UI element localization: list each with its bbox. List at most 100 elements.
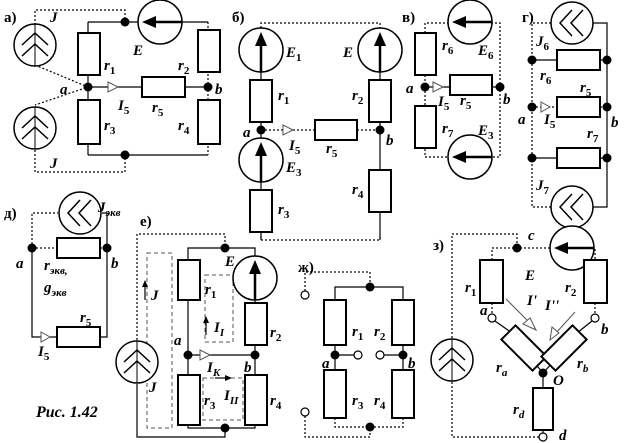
- label-rb: rb: [577, 356, 589, 375]
- resistor-r2: [583, 259, 608, 304]
- panel-zh-tag: ж): [298, 260, 314, 276]
- node-b: [102, 243, 112, 253]
- node-b: [495, 82, 505, 92]
- label-I5: I5: [437, 94, 450, 113]
- label-r2: r2: [352, 88, 364, 107]
- panel-v-tag: в): [402, 10, 415, 26]
- node-a: [83, 82, 93, 92]
- label-I-double-prime: I'': [544, 298, 559, 314]
- emf-source-icon: [356, 26, 404, 74]
- node-b: [602, 102, 612, 112]
- label-r1: r1: [205, 282, 216, 301]
- current-arrow-icon: [432, 81, 445, 93]
- label-E3: E3: [285, 160, 302, 179]
- terminal-d: [538, 432, 548, 442]
- emf-source-icon: [446, 133, 494, 181]
- panel-a-tag: а): [4, 10, 17, 26]
- label-node-a: a: [16, 256, 24, 272]
- label-I5: I5: [543, 112, 556, 131]
- current-arrow-icon: [282, 124, 295, 136]
- current-source-icon: [550, 1, 594, 45]
- label-r2: r2: [374, 324, 386, 343]
- terminal: [300, 290, 310, 300]
- node-a: [256, 125, 266, 135]
- terminal-a: [487, 313, 497, 323]
- resistor-r5: [314, 119, 358, 141]
- terminal: [375, 350, 385, 360]
- resistor-r3: [323, 369, 347, 419]
- label-r2: r2: [270, 325, 282, 344]
- resistor-r5: [556, 96, 601, 118]
- emf-source-icon: [237, 26, 285, 74]
- label-r5: r5: [460, 93, 472, 112]
- label-E1: E1: [285, 45, 302, 64]
- node-a: [183, 350, 193, 360]
- resistor-r1: [249, 79, 273, 123]
- resistor-r1: [323, 299, 347, 346]
- resistor-r6: [414, 32, 437, 76]
- node-a: [330, 350, 340, 360]
- resistor-r1: [177, 259, 201, 301]
- resistor-r2: [197, 29, 221, 73]
- label-E: E: [342, 45, 353, 61]
- node-b: [398, 350, 408, 360]
- current-source-icon: [550, 185, 594, 229]
- label-node-b: b: [611, 115, 619, 131]
- resistor-r1: [77, 32, 101, 76]
- resistor-r5: [56, 326, 101, 348]
- label-node-b: b: [503, 92, 511, 108]
- current-source-icon: [430, 338, 474, 382]
- label-r1: r1: [352, 324, 363, 343]
- label-r5: r5: [152, 100, 164, 119]
- label-E6: E6: [477, 43, 494, 62]
- panel-d-tag: д): [4, 206, 17, 222]
- label-r1: r1: [278, 88, 289, 107]
- label-I-I: II: [213, 320, 225, 339]
- label-I-prime: I': [526, 293, 537, 309]
- label-r4: r4: [352, 182, 364, 201]
- resistor-r7: [556, 147, 601, 169]
- panel-z-tag: з): [433, 238, 444, 254]
- label-r7: r7: [442, 121, 454, 140]
- current-arrow-icon: [107, 81, 120, 93]
- label-r2: r2: [178, 58, 190, 77]
- label-J-loop: J: [150, 288, 159, 304]
- label-r7: r7: [587, 126, 599, 145]
- resistor-rb: [539, 323, 589, 373]
- terminal: [353, 350, 363, 360]
- label-r3: r3: [278, 202, 290, 221]
- label-node-a: a: [60, 82, 68, 98]
- label-I-II: III: [223, 388, 239, 407]
- node-O: [538, 368, 548, 378]
- label-r2: r2: [565, 280, 577, 299]
- panel-z: з) c E r1 r2 a b I' I'' ra rb O: [430, 224, 609, 443]
- resistor-r2: [368, 79, 392, 123]
- label-r1: r1: [104, 58, 115, 77]
- resistor-rd: [532, 387, 554, 431]
- label-r5: r5: [326, 141, 338, 160]
- current-arrow-icon: [40, 331, 52, 343]
- label-r6: r6: [540, 68, 552, 87]
- terminal: [300, 407, 310, 417]
- label-node-a: a: [243, 125, 251, 141]
- label-r3: r3: [204, 393, 216, 412]
- panel-b-tag: б): [232, 10, 245, 26]
- label-node-a: a: [480, 303, 488, 319]
- panel-g-tag: г): [522, 10, 534, 26]
- resistor-r3: [249, 189, 273, 233]
- resistor-r3: [77, 99, 101, 145]
- emf-source-icon: [237, 136, 285, 184]
- current-arrow-icon: [522, 317, 538, 332]
- label-r5: r5: [80, 310, 92, 329]
- label-J-ekv: Jэкв: [97, 200, 121, 219]
- label-r5: r5: [580, 80, 592, 99]
- label-r4: r4: [270, 393, 282, 412]
- label-J: J: [49, 156, 58, 172]
- panel-b: б) E1 E E3 r1 r2 r3 r4 r5 I5 a b: [232, 10, 404, 241]
- resistor-r4: [391, 369, 415, 419]
- resistor-r7: [414, 105, 437, 149]
- resistor-r4: [368, 169, 392, 213]
- label-g-ekv: gэкв: [43, 280, 67, 299]
- resistor-r5: [141, 76, 186, 98]
- resistor-r4: [197, 99, 221, 145]
